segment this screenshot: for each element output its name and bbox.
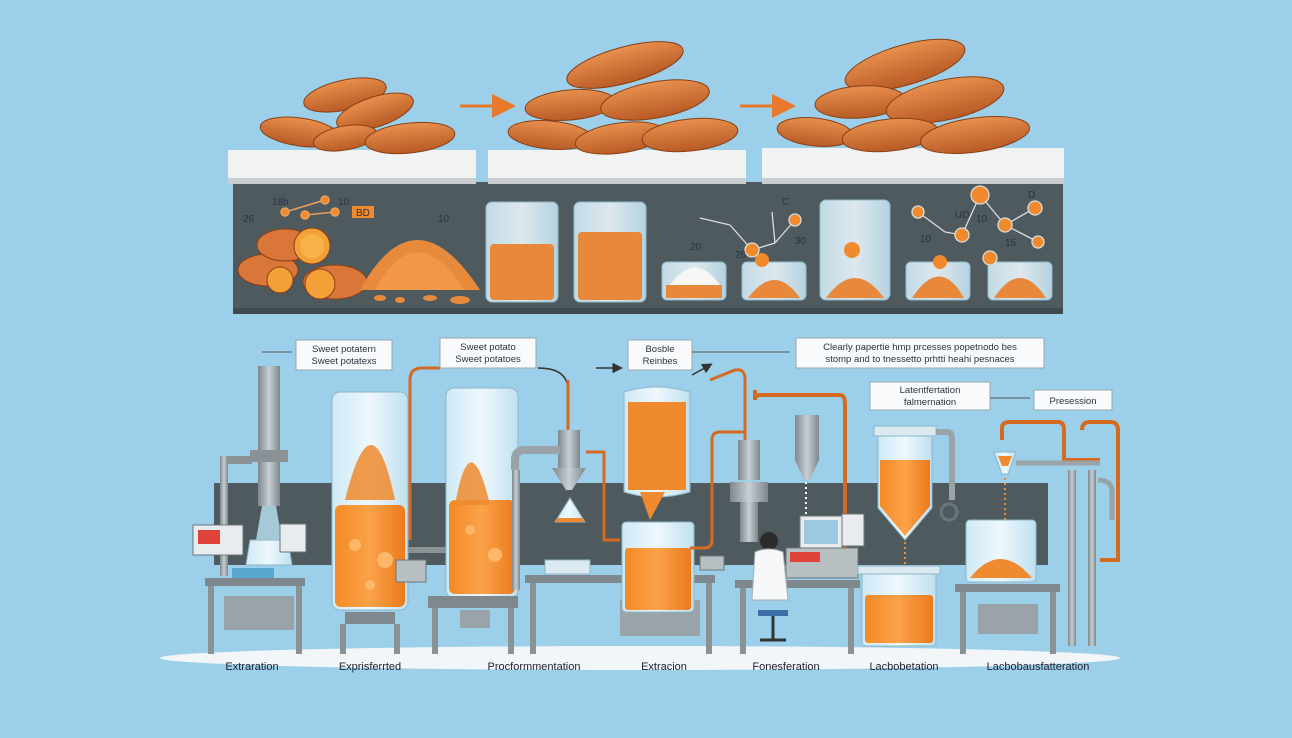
- final-processing-unit: [955, 420, 1120, 654]
- shelf-3: [762, 148, 1064, 184]
- stage-label-5: Lacbobetation: [869, 661, 938, 673]
- panel-label-11: 10: [920, 234, 932, 245]
- stage-label-0: Extraration: [225, 661, 278, 673]
- callout-1: Sweet potatern Sweet potatexs: [262, 339, 393, 371]
- callout-6: Presession: [1033, 389, 1113, 411]
- callout-2: Sweet potato Sweet potatoes: [439, 337, 537, 369]
- fermentation-column-2: [428, 387, 519, 654]
- floor-shadow: [160, 646, 1120, 670]
- top-panel: [233, 182, 1063, 314]
- panel-dish-3: [905, 255, 971, 301]
- fermentation-column-1: [331, 366, 450, 654]
- panel-label-4: 10: [438, 214, 450, 225]
- stage-label-1: Exprisferrted: [339, 661, 401, 673]
- distillation-unit: [690, 368, 847, 571]
- stage-labels: Extraration Exprisferrted Procformmentat…: [225, 661, 1089, 673]
- potato-pile-3-icon: [776, 38, 1031, 154]
- panel-label-9: UD: [955, 210, 969, 221]
- panel-label-5: 20: [690, 242, 702, 253]
- callout-3-line-1: Bosble: [645, 344, 674, 355]
- separator-unit: [511, 380, 715, 654]
- callout-4-line-1: Clearly papertie hmp prcesses popetnodo …: [823, 342, 1017, 353]
- shelf-2: [488, 150, 746, 184]
- panel-label-10: D: [1028, 190, 1035, 201]
- callout-1-line-1: Sweet potatern: [312, 344, 376, 355]
- panel-label-0: 18h: [272, 197, 289, 208]
- hopper-and-tank: [596, 362, 713, 613]
- panel-label-8: 30: [795, 236, 807, 247]
- potato-pile-1-icon: [259, 77, 456, 155]
- callout-3-line-2: Reinbes: [643, 356, 678, 367]
- molecule-small-icon: [280, 195, 374, 220]
- callout-5-line-1: Latentfertation: [900, 385, 961, 396]
- callout-2-line-1: Sweet potato: [460, 342, 515, 353]
- molecule-network-icon: [699, 185, 1045, 266]
- operator-workstation: [735, 513, 865, 654]
- panel-label-6: C: [782, 197, 789, 208]
- conical-fermenter: [857, 425, 959, 647]
- panel-label-3: BD: [356, 208, 370, 219]
- callout-4: Clearly papertie hmp prcesses popetnodo …: [795, 337, 1045, 369]
- extraction-column: [192, 366, 307, 654]
- panel-label-13: 15: [1005, 238, 1017, 249]
- shelf-1: [228, 150, 476, 184]
- callout-3: Bosble Reinbes: [627, 339, 790, 371]
- stage-label-2: Procformmentation: [488, 661, 581, 673]
- panel-dish-2: [741, 253, 807, 301]
- callout-4-line-2: stomp and to tnessetto prhtti heahi pesn…: [825, 354, 1014, 365]
- callout-5-line-2: falmernation: [904, 397, 956, 408]
- panel-dish-salt: [661, 261, 727, 301]
- panel-label-7: 26: [735, 250, 747, 261]
- callout-1-line-2: Sweet potatexs: [312, 356, 377, 367]
- panel-beaker-2: [573, 201, 647, 303]
- panel-labels: 18h 10 26 BD 10 20 C 26 30 UD D 10 10 15: [243, 190, 1035, 261]
- callout-6-line-1: Presession: [1050, 396, 1097, 407]
- stage-label-4: Fonesferation: [752, 661, 819, 673]
- stage-label-3: Extracion: [641, 661, 687, 673]
- callout-5: Latentfertation falmernation: [869, 381, 1030, 411]
- flow-arrow-1: [537, 367, 574, 443]
- panel-label-2: 26: [243, 214, 255, 225]
- panel-beaker-3: [819, 199, 891, 301]
- panel-label-1: 10: [338, 197, 350, 208]
- callout-2-line-2: Sweet potatoes: [455, 354, 521, 365]
- stage-label-6: Lacbobausfatteration: [987, 661, 1090, 673]
- panel-beaker-1: [485, 201, 559, 303]
- potato-pile-2-icon: [507, 41, 739, 155]
- powder-pile-icon: [360, 240, 480, 304]
- panel-dish-4: [987, 261, 1053, 301]
- panel-label-12: 10: [976, 214, 988, 225]
- sliced-potato-icon: [237, 227, 368, 300]
